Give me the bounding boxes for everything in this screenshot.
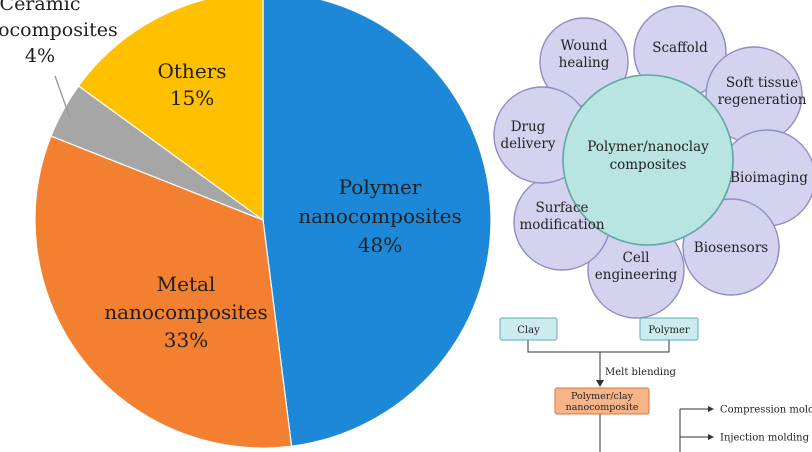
center-label-line-2: composites (610, 157, 687, 173)
pie-value-4: 15% (170, 86, 214, 110)
petal-4-label-line-1: Bioimaging (730, 170, 808, 186)
petal-1-label-line-2: healing (559, 55, 610, 71)
pie-slice-1 (262, 0, 492, 447)
input-join-line (527, 340, 670, 353)
petal-3-label-line-1: Soft tissue (726, 75, 798, 91)
petal-7-label-line-2: modification (519, 217, 604, 233)
petal-2-label-line-1: Scaffold (652, 40, 708, 56)
petal-3-label-line-2: regeneration (718, 92, 807, 108)
pie-value-2: 33% (164, 328, 208, 352)
product-label-line-2: nanocomposite (566, 402, 639, 413)
product-label-line-1: Polymer/clay (571, 391, 634, 402)
pie-value-1: 48% (358, 233, 402, 257)
petal-5-label-line-1: Biosensors (694, 240, 768, 256)
output-label-1: Compression molding (720, 405, 812, 416)
output-label-2: Injection molding (720, 433, 810, 444)
petal-8-label-line-1: Drug (511, 119, 546, 135)
petal-7-label-line-1: Surface (536, 200, 589, 216)
pie-value-3: 4% (25, 45, 55, 67)
petal-8-label-line-2: delivery (501, 136, 556, 152)
output-arrowhead-2 (708, 434, 714, 440)
pie-label-4-line-1: Others (158, 59, 227, 83)
pie-label-3-line-2: nanocomposites (0, 19, 118, 41)
input-label-2: Polymer (648, 325, 690, 336)
pie-label-1-line-1: Polymer (339, 175, 422, 199)
center-label-line-1: Polymer/nanoclay (587, 139, 709, 155)
petal-5 (682, 198, 780, 296)
pie-label-3-line-1: Ceramic (0, 0, 80, 15)
ceramic-leader-line (54, 75, 71, 119)
pie-label-2-line-2: nanocomposites (104, 300, 268, 324)
output-arrowhead-1 (708, 406, 714, 412)
nanocomposite-market-pie-chart: Polymer nanocomposites 48% Metal nanocomposi… (0, 0, 492, 449)
flow-arrowhead (596, 380, 604, 387)
pie-slice-4 (77, 0, 264, 222)
pie-label-2-line-1: Metal (157, 272, 216, 296)
petal-6-label-line-2: engineering (595, 267, 678, 283)
center-circle (562, 74, 734, 246)
input-label-1: Clay (517, 325, 540, 336)
pie-label-1-line-2: nanocomposites (298, 204, 462, 228)
product-box (554, 387, 650, 415)
petal-6-label-line-1: Cell (623, 250, 650, 266)
petal-1-label-line-1: Wound (560, 38, 607, 54)
pie-slice-2 (34, 135, 293, 449)
step-label: Melt blending (605, 367, 677, 378)
